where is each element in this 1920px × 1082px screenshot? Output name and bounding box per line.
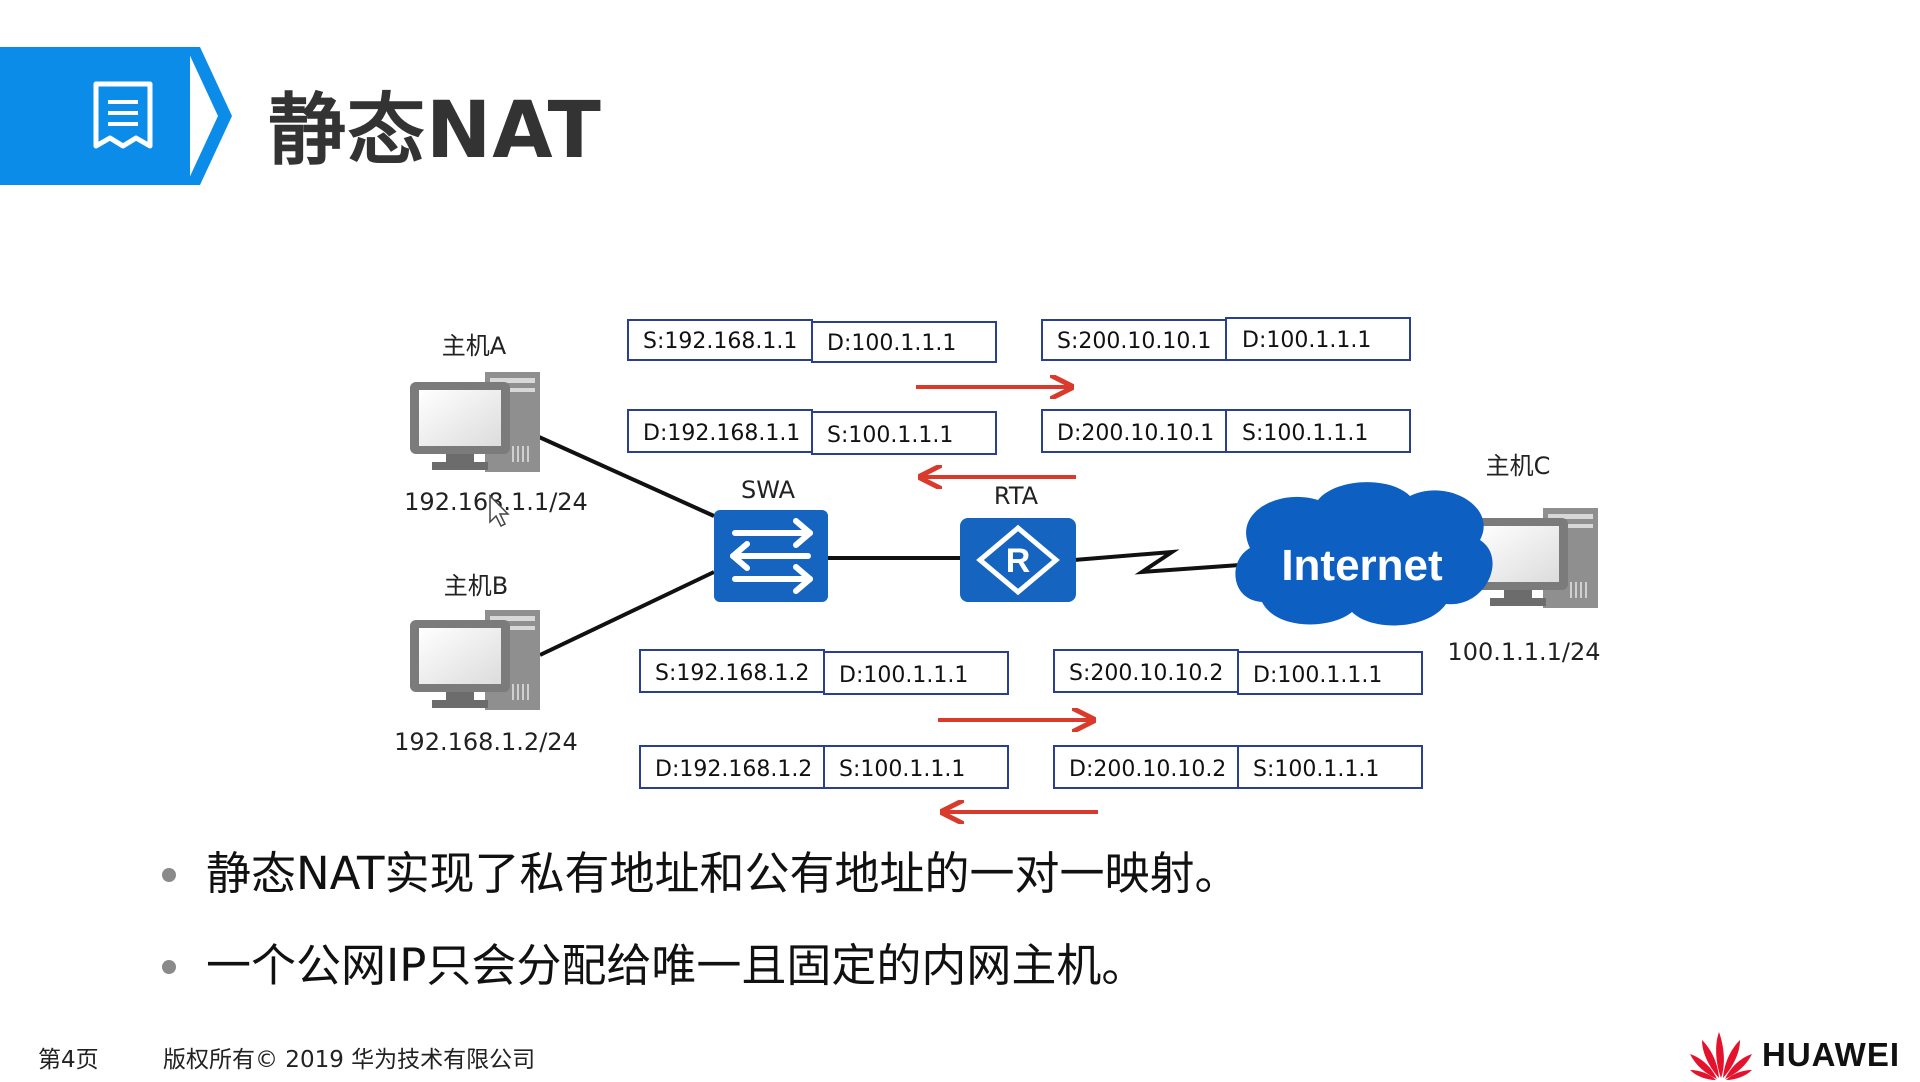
packet-source: S:192.168.1.2 bbox=[655, 661, 809, 686]
serial-link-rta-internet bbox=[1073, 549, 1241, 575]
link-hostb-swa bbox=[539, 570, 715, 657]
packet-source: S:200.10.10.1 bbox=[1057, 329, 1211, 354]
host-c-ip: 100.1.1.1/24 bbox=[1447, 638, 1600, 666]
packet-destination: D:200.10.10.2 bbox=[1069, 757, 1226, 782]
bullet-item: 一个公网IP只会分配给唯一且固定的内网主机。 bbox=[150, 938, 1239, 1030]
packet-destination: D:192.168.1.2 bbox=[655, 757, 812, 782]
host-a-computer-icon bbox=[410, 372, 540, 472]
packet-bottom-right-out: S:200.10.10.2 D:100.1.1.1 bbox=[1053, 649, 1423, 695]
bullet-dot-icon bbox=[162, 868, 176, 882]
bullet-text: 一个公网IP只会分配给唯一且固定的内网主机。 bbox=[206, 939, 1147, 992]
packet-bottom-left-in: D:192.168.1.2 S:100.1.1.1 bbox=[639, 745, 1009, 789]
switch-swa-icon bbox=[714, 510, 828, 602]
header-chevron-icon bbox=[186, 47, 232, 185]
packet-destination: D:192.168.1.1 bbox=[643, 421, 800, 446]
packet-bottom-right-in: D:200.10.10.2 S:100.1.1.1 bbox=[1053, 745, 1423, 789]
packet-top-left-in: D:192.168.1.1 S:100.1.1.1 bbox=[627, 409, 997, 455]
router-rta-icon: R bbox=[960, 518, 1076, 602]
mouse-cursor-icon bbox=[489, 494, 510, 528]
swa-label: SWA bbox=[741, 476, 796, 504]
bullet-item: 静态NAT实现了私有地址和公有地址的一对一映射。 bbox=[150, 846, 1239, 938]
document-list-icon bbox=[93, 81, 153, 149]
packet-source: S:200.10.10.2 bbox=[1069, 661, 1223, 686]
packet-source: S:100.1.1.1 bbox=[839, 757, 965, 782]
bullet-text: 静态NAT实现了私有地址和公有地址的一对一映射。 bbox=[206, 847, 1240, 900]
host-c-label: 主机C bbox=[1486, 452, 1551, 480]
bullet-list: 静态NAT实现了私有地址和公有地址的一对一映射。 一个公网IP只会分配给唯一且固… bbox=[150, 846, 1239, 1030]
bullet-dot-icon bbox=[162, 960, 176, 974]
packet-bottom-left-out: S:192.168.1.2 D:100.1.1.1 bbox=[639, 649, 1009, 695]
host-a-label: 主机A bbox=[442, 332, 507, 360]
packet-top-right-in: D:200.10.10.1 S:100.1.1.1 bbox=[1041, 409, 1411, 453]
host-b-computer-icon bbox=[410, 610, 540, 710]
brand-name: HUAWEI bbox=[1762, 1036, 1900, 1073]
packet-source: S:100.1.1.1 bbox=[1242, 421, 1368, 446]
packet-destination: D:200.10.10.1 bbox=[1057, 421, 1214, 446]
rta-label: RTA bbox=[994, 482, 1039, 510]
packet-top-left-out: S:192.168.1.1 D:100.1.1.1 bbox=[627, 319, 997, 363]
packet-destination: D:100.1.1.1 bbox=[1253, 663, 1382, 688]
packet-destination: D:100.1.1.1 bbox=[1242, 328, 1371, 353]
huawei-flower-logo bbox=[1690, 1032, 1752, 1080]
internet-cloud-icon bbox=[1235, 482, 1493, 626]
packet-source: S:100.1.1.1 bbox=[1253, 757, 1379, 782]
internet-label: Internet bbox=[1281, 541, 1443, 590]
packet-destination: D:100.1.1.1 bbox=[827, 331, 956, 356]
packet-destination: D:100.1.1.1 bbox=[839, 663, 968, 688]
svg-text:R: R bbox=[1006, 542, 1031, 580]
packet-source: S:192.168.1.1 bbox=[643, 329, 797, 354]
page-number: 第4页 bbox=[38, 1047, 99, 1073]
copyright-text: 版权所有© 2019 华为技术有限公司 bbox=[163, 1047, 536, 1073]
host-b-ip: 192.168.1.2/24 bbox=[394, 728, 578, 756]
packet-source: S:100.1.1.1 bbox=[827, 423, 953, 448]
host-b-label: 主机B bbox=[444, 572, 508, 600]
page-title: 静态NAT bbox=[268, 86, 602, 176]
link-hosta-swa bbox=[507, 421, 715, 518]
packet-top-right-out: S:200.10.10.1 D:100.1.1.1 bbox=[1041, 317, 1411, 361]
